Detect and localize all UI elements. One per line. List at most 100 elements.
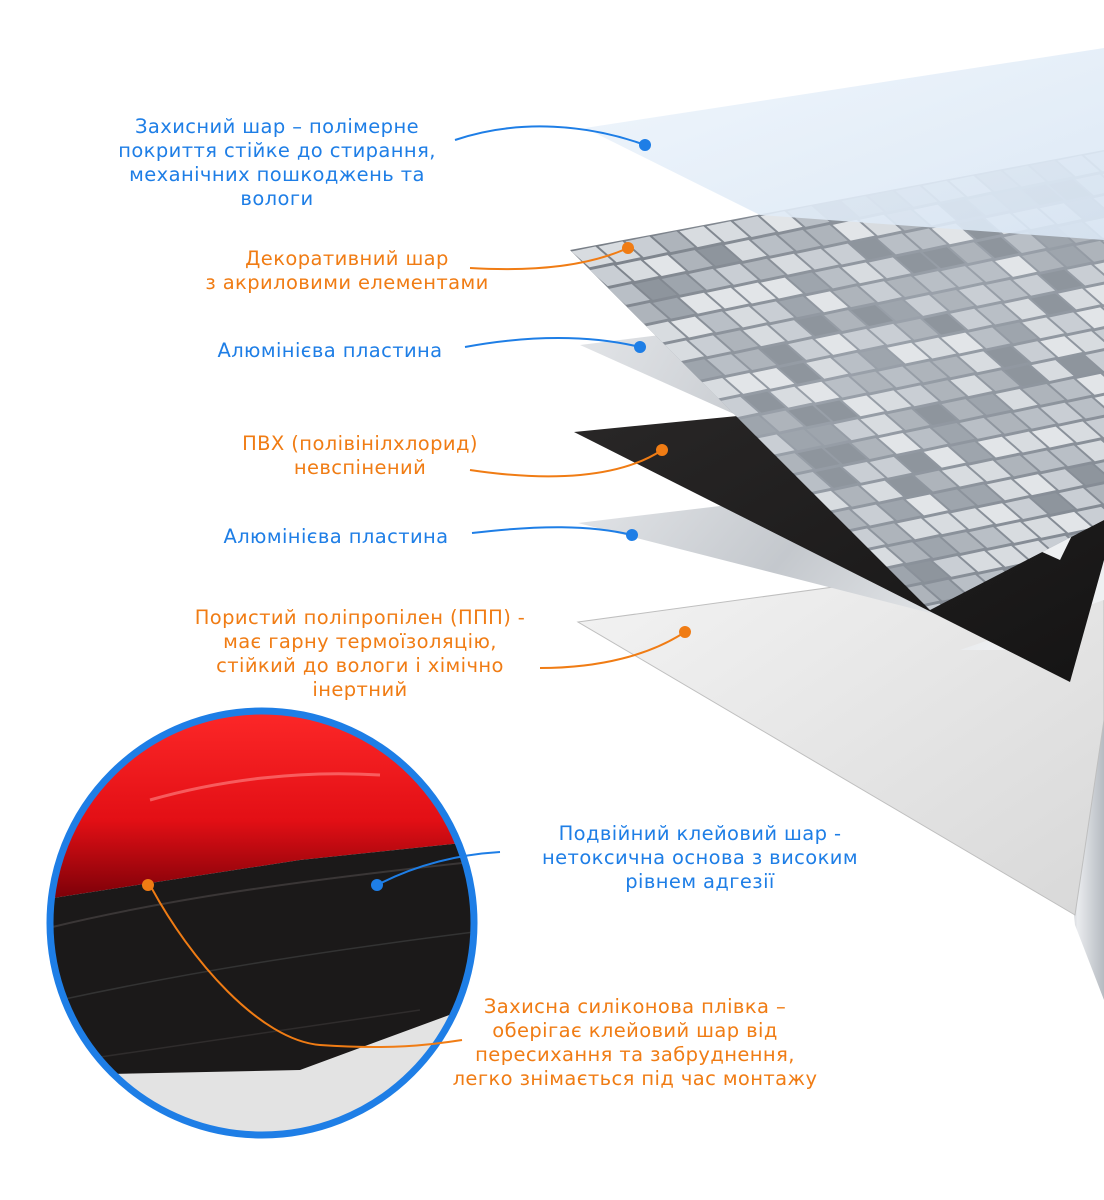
mosaic-tile bbox=[733, 216, 776, 237]
mosaic-tile bbox=[924, 579, 967, 601]
mosaic-tile bbox=[995, 455, 1038, 477]
mosaic-tile bbox=[932, 356, 975, 378]
mosaic-tile bbox=[842, 461, 885, 483]
label-aluminium-top: Алюмінієва пластина bbox=[217, 339, 443, 362]
leader-dots bbox=[142, 139, 691, 891]
mosaic-tile bbox=[932, 422, 975, 444]
leader-pvc bbox=[469, 449, 663, 478]
mosaic-tile bbox=[788, 339, 831, 360]
mosaic-tile bbox=[832, 219, 875, 241]
mosaic-tile bbox=[833, 485, 876, 507]
mosaic-tile bbox=[734, 415, 777, 437]
mosaic-tile bbox=[986, 479, 1029, 501]
mosaic-tile bbox=[1076, 373, 1104, 395]
mosaic-tile bbox=[1085, 416, 1104, 438]
mosaic-tile bbox=[1040, 269, 1083, 291]
mosaic-tile bbox=[905, 494, 948, 516]
mosaic-tile bbox=[897, 518, 940, 540]
mosaic-tile bbox=[905, 361, 948, 383]
leader-lines bbox=[149, 125, 686, 1049]
mosaic-tile bbox=[914, 404, 957, 425]
mosaic-tile bbox=[697, 245, 740, 266]
mosaic-tile bbox=[931, 223, 974, 245]
mosaic-tile bbox=[877, 233, 920, 255]
label-adhesive: Подвійний клейовий шар - нетоксична осно… bbox=[542, 822, 858, 893]
mosaic-tile bbox=[950, 375, 993, 397]
mosaic-tile bbox=[895, 252, 938, 274]
mosaic-tile bbox=[860, 414, 903, 436]
mosaic-tile bbox=[878, 366, 921, 388]
mosaic-tile bbox=[886, 276, 929, 298]
dot-silicone-film bbox=[142, 879, 154, 891]
leader-adhesive bbox=[376, 851, 501, 886]
mosaic-tile bbox=[1067, 397, 1104, 419]
mosaic-tile bbox=[1005, 498, 1048, 519]
mosaic-tile bbox=[680, 359, 723, 381]
mosaic-tile bbox=[1022, 383, 1065, 405]
mosaic-tile bbox=[734, 349, 777, 370]
mosaic-tile bbox=[914, 337, 957, 359]
mosaic-tile bbox=[752, 367, 795, 389]
mosaic-tile bbox=[1013, 407, 1056, 429]
mosaic-tile bbox=[904, 228, 947, 250]
mosaic-tile bbox=[932, 289, 975, 311]
mosaic-tile bbox=[978, 503, 1021, 525]
mosaic-tile bbox=[1004, 298, 1047, 320]
mosaic-tile bbox=[743, 391, 786, 413]
mosaic-tile bbox=[698, 378, 741, 399]
mosaic-tile bbox=[743, 325, 786, 347]
mosaic-tile bbox=[815, 467, 858, 488]
mosaic-tile bbox=[815, 400, 858, 422]
mosaic-tile bbox=[1059, 488, 1102, 509]
mosaic-tile bbox=[707, 354, 750, 376]
mosaic-tile bbox=[896, 451, 939, 473]
mosaic-tile bbox=[977, 303, 1020, 325]
mosaic-tile bbox=[770, 320, 813, 342]
mosaic-tile bbox=[977, 370, 1020, 392]
mosaic-tile bbox=[824, 376, 867, 398]
mosaic-tile bbox=[987, 545, 1030, 567]
mosaic-tile bbox=[779, 362, 822, 384]
leader-polypropylene bbox=[539, 631, 686, 669]
mosaic-tile bbox=[1058, 288, 1101, 310]
mosaic-tile bbox=[1031, 426, 1074, 448]
mosaic-tile bbox=[860, 480, 903, 502]
mosaic-tile bbox=[951, 508, 994, 530]
label-polypropylene: Пористий поліпропілен (ППП) - має гарну … bbox=[194, 606, 526, 701]
mosaic-tile bbox=[1003, 232, 1046, 253]
mosaic-tile bbox=[778, 296, 821, 318]
mosaic-tile bbox=[814, 267, 857, 289]
label-aluminium-bottom: Алюмінієва пластина bbox=[223, 525, 449, 548]
mosaic-tile bbox=[652, 297, 695, 319]
mosaic-tile bbox=[1031, 293, 1074, 315]
mosaic-tile bbox=[824, 509, 867, 531]
mosaic-tile bbox=[941, 399, 984, 420]
mosaic-tile bbox=[887, 409, 930, 431]
mosaic-tile bbox=[841, 262, 884, 284]
mosaic-tile bbox=[968, 327, 1011, 349]
mosaic-tile bbox=[805, 224, 848, 246]
mosaic-tile bbox=[1022, 317, 1065, 339]
mosaic-tile bbox=[1032, 493, 1075, 514]
mosaic-tile bbox=[833, 419, 876, 441]
mosaic-tile bbox=[922, 247, 965, 269]
mosaic-tile bbox=[616, 260, 659, 282]
mosaic-tile bbox=[634, 279, 677, 300]
dot-aluminium-top bbox=[634, 341, 646, 353]
mosaic-tile bbox=[851, 438, 894, 459]
mosaic-tile bbox=[960, 550, 1003, 572]
label-pvc: ПВХ (полівінілхлорид) невспінений bbox=[242, 432, 478, 479]
label-protective: Захисний шар – полімерне покриття стійке… bbox=[118, 115, 436, 210]
mosaic-tile bbox=[761, 344, 804, 365]
mosaic-tile bbox=[959, 284, 1002, 306]
mosaic-tile bbox=[995, 389, 1038, 410]
mosaic-tile bbox=[788, 472, 831, 493]
dot-pvc bbox=[656, 444, 668, 456]
mosaic-tile bbox=[832, 286, 875, 308]
mosaic-tile bbox=[949, 242, 992, 264]
mosaic-tile bbox=[905, 428, 948, 449]
mosaic-tile bbox=[986, 279, 1029, 301]
mosaic-tile bbox=[1023, 516, 1066, 538]
mosaic-tile bbox=[778, 229, 821, 251]
mosaic-tile bbox=[1076, 440, 1104, 462]
